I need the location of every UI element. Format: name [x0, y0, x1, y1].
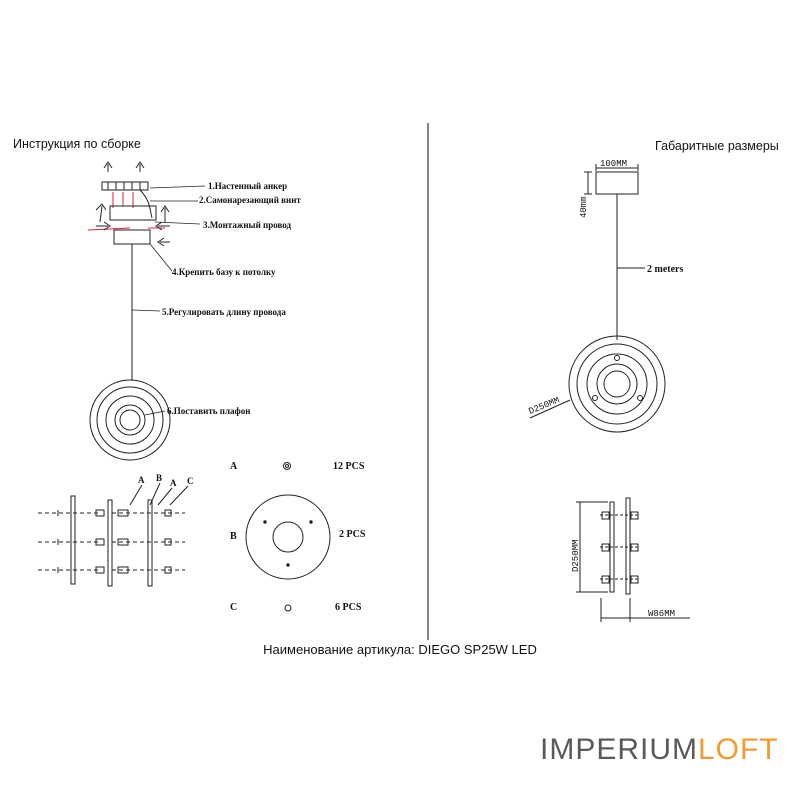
explode-label-a1: A: [138, 475, 145, 485]
dimensions-title: Габаритные размеры: [655, 139, 779, 153]
step-3-label: 3.Монтажный провод: [203, 220, 292, 230]
mount-bracket: [87, 203, 170, 380]
brand-logo-part1: IMPERIUM: [540, 733, 698, 766]
dim-shade-side: [576, 497, 690, 622]
dim-shade-front: [529, 335, 666, 433]
step-2-label: 2.Самонарезающий винт: [199, 195, 301, 205]
brand-logo: IMPERIUMLOFT: [540, 733, 779, 767]
part-c-qty: 6 PCS: [335, 602, 362, 613]
explode-label-a2: A: [170, 478, 177, 488]
exploded-view: [38, 482, 189, 587]
explode-label-c: C: [187, 476, 194, 486]
part-b-icon: [245, 494, 331, 580]
step-5-label: 5.Регулировать длину провода: [162, 307, 286, 317]
part-a-letter: A: [230, 461, 238, 472]
explode-label-b: B: [156, 473, 162, 483]
part-b-letter: B: [230, 531, 237, 542]
dim-side-diameter: D250MM: [571, 540, 581, 572]
assembly-title: Инструкция по сборке: [13, 137, 141, 151]
dim-cable-length: 2 meters: [647, 264, 683, 275]
part-a-icon: [283, 462, 291, 470]
dim-canopy: [584, 164, 645, 340]
step-4-label: 4.Крепить базу к потолку: [172, 267, 276, 277]
dim-diameter: D250MM: [527, 395, 561, 416]
dim-depth: W86MM: [648, 609, 675, 619]
lamp-shade-front: [89, 379, 171, 461]
brand-logo-part2: LOFT: [698, 733, 779, 766]
article-name: Наименование артикула: DIEGO SP25W LED: [263, 642, 537, 657]
part-a-qty: 12 PCS: [333, 461, 365, 472]
dim-base-width: 100MM: [600, 159, 627, 169]
part-c-icon: [284, 604, 292, 612]
dim-base-height: 40mm: [579, 196, 589, 218]
ceiling-anchors: [101, 161, 153, 219]
part-c-letter: C: [230, 602, 237, 613]
step-6-label: 6.Поставить плафон: [167, 406, 250, 416]
part-b-qty: 2 PCS: [339, 529, 366, 540]
leader-lines: [131, 185, 206, 416]
step-1-label: 1.Настенный анкер: [208, 181, 287, 191]
